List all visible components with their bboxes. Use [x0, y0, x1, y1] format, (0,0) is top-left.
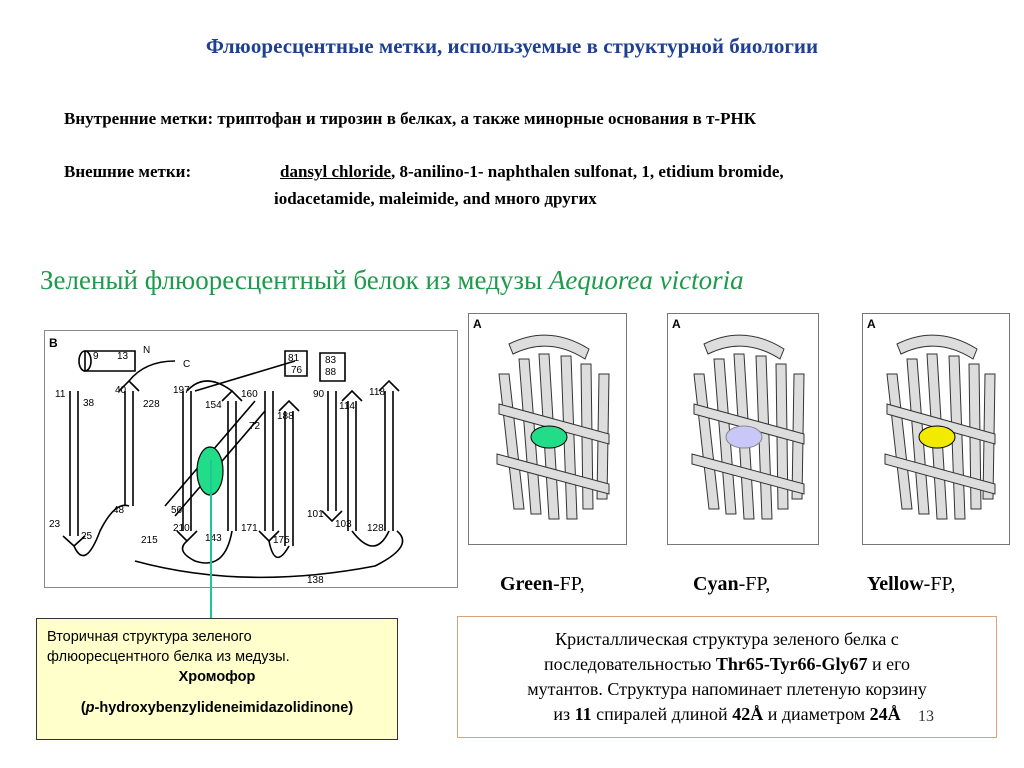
external-labels-heading: Внешние метки:	[64, 162, 192, 181]
structure-panel-cyan: A	[667, 313, 819, 545]
caption-line2: флюоресцентного белка из медузы.	[47, 647, 387, 667]
label-88: 88	[325, 367, 337, 378]
external-labels-rest: , 8-anilino-1- naphthalen sulfonat, 1, e…	[391, 162, 784, 181]
label-138: 138	[307, 575, 324, 586]
label-160: 160	[241, 389, 258, 400]
label-N: N	[143, 345, 150, 356]
paren-open: (	[80, 700, 86, 716]
structure-panel-yellow: A	[862, 313, 1010, 545]
label-76: 76	[291, 365, 303, 376]
label-48: 48	[113, 505, 125, 516]
fp-label-yellow: Yellow-FP,	[867, 573, 955, 596]
page-number: 13	[918, 708, 934, 725]
crystal-line2: последовательностью Thr65-Tyr66-Gly67 и …	[470, 652, 984, 677]
secondary-structure-caption: Вторичная структура зеленого флюоресцент…	[36, 618, 398, 740]
barrel-svg-yellow: A	[867, 317, 996, 520]
crystal-line4-e: и диаметром	[763, 704, 870, 724]
crystal-line3: мутантов. Структура напоминает плетеную …	[527, 679, 927, 699]
panel-letter-a: A	[473, 317, 482, 331]
barrel-svg-cyan: A	[672, 317, 805, 520]
label-215: 215	[141, 535, 158, 546]
label-25: 25	[81, 531, 93, 542]
para-prefix: p	[85, 700, 95, 716]
label-175: 175	[273, 535, 290, 546]
dansyl-chloride-text: dansyl chloride	[280, 162, 391, 181]
slide-title: Флюоресцентные метки, используемые в стр…	[205, 34, 819, 58]
label-228: 228	[143, 399, 160, 410]
chromophore-cyan	[725, 425, 763, 449]
fp-cyan-bold: Cyan	[693, 573, 739, 595]
crystal-line4: из 11 спиралей длиной 42Å и диаметром 24…	[470, 702, 984, 727]
label-143: 143	[205, 533, 222, 544]
crystal-line2-a: последовательностью	[543, 654, 716, 674]
gfp-subtitle: Зеленый флюоресцентный белок из медузы A…	[40, 265, 744, 296]
panel-letter-a: A	[867, 317, 876, 331]
label-101: 101	[307, 509, 324, 520]
chromophore-connector-line	[210, 460, 212, 670]
fp-label-green: Green-FP,	[500, 573, 585, 596]
topology-svg: B N C 9 13 81 76 83 88 11 38 40 197 154 …	[49, 336, 404, 586]
barrel-svg-green: A	[473, 317, 610, 520]
species-name: Aequorea victoria	[548, 265, 744, 295]
caption-line1: Вторичная структура зеленого	[47, 629, 252, 645]
label-90: 90	[313, 389, 325, 400]
panel-letter-a: A	[672, 317, 681, 331]
label-197: 197	[173, 385, 190, 396]
label-103: 103	[335, 519, 352, 530]
label-9: 9	[93, 351, 99, 362]
structure-panel-green: A	[468, 313, 627, 545]
label-13: 13	[117, 351, 129, 362]
secondary-structure-diagram: B N C 9 13 81 76 83 88 11 38 40 197 154 …	[44, 330, 458, 588]
label-72: 72	[249, 421, 261, 432]
diagram-panel-letter: B	[49, 336, 58, 350]
label-210: 210	[173, 523, 190, 534]
fp-green-rest: -FP,	[552, 573, 585, 595]
label-38: 38	[83, 398, 95, 409]
label-114: 114	[339, 401, 355, 412]
fp-yellow-bold: Yellow	[867, 573, 924, 595]
label-81: 81	[288, 353, 300, 364]
crystal-line4-a: из	[553, 704, 575, 724]
label-118: 118	[369, 387, 385, 398]
fp-label-cyan: Cyan-FP,	[693, 573, 770, 596]
label-56: 56	[171, 505, 183, 516]
label-23: 23	[49, 519, 61, 530]
fp-yellow-rest: -FP,	[923, 573, 956, 595]
crystal-line4-c: спиралей длиной	[591, 704, 733, 724]
sequence-text: Thr65-Tyr66-Gly67	[715, 654, 868, 674]
label-11: 11	[55, 389, 66, 400]
crystal-line1: Кристаллическая структура зеленого белка…	[555, 629, 899, 649]
label-171: 171	[241, 523, 258, 534]
label-83: 83	[325, 355, 337, 366]
label-188: 188	[277, 411, 294, 422]
external-labels-line2: iodacetamide, maleimide, and много други…	[274, 189, 597, 208]
crystal-line2-c: и его	[867, 654, 911, 674]
fp-green-bold: Green	[500, 573, 553, 595]
chromophore-green	[530, 425, 568, 449]
crystal-structure-caption: Кристаллическая структура зеленого белка…	[457, 616, 997, 738]
caption-line2-text: флюоресцентного белка из медузы	[47, 649, 286, 665]
external-labels-line1: dansyl chloride, 8-anilino-1- naphthalen…	[280, 162, 784, 182]
fp-cyan-rest: -FP,	[738, 573, 771, 595]
label-C: C	[183, 359, 190, 370]
internal-labels-text: Внутренние метки: триптофан и тирозин в …	[64, 109, 757, 128]
chromophore-heading: Хромофор	[178, 669, 256, 685]
subtitle-text: Зеленый флюоресцентный белок из медузы	[40, 265, 549, 295]
chromophore-name: (p-hydroxybenzylideneimidazolidinone)	[47, 698, 387, 718]
chromophore-yellow	[918, 425, 956, 449]
chromophore-name-rest: -hydroxybenzylideneimidazolidinone)	[94, 700, 354, 716]
label-128: 128	[367, 523, 384, 534]
length-value: 42Å	[732, 704, 764, 724]
label-40: 40	[115, 385, 127, 396]
caption-line2-end: .	[285, 649, 290, 665]
helix-count: 11	[574, 704, 592, 724]
diameter-value: 24Å	[869, 704, 901, 724]
label-154: 154	[205, 400, 222, 411]
